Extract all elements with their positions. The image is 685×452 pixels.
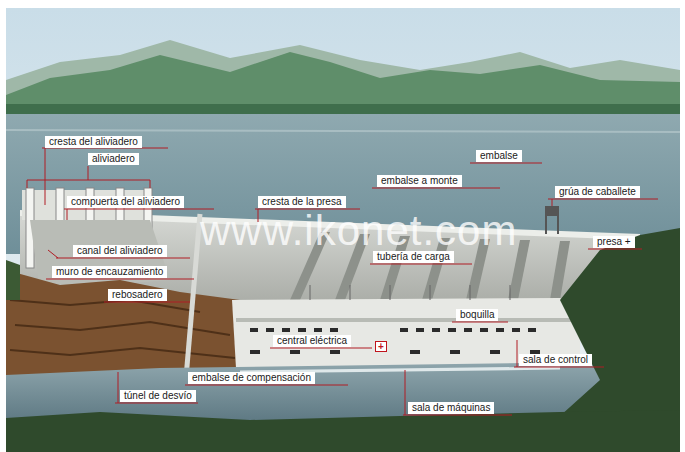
part-label: embalse [476, 150, 522, 162]
watermark: www.ikonet.com [200, 208, 517, 254]
part-label: muro de encauzamiento [52, 266, 167, 278]
part-label: sala de control [519, 354, 592, 366]
part-label: embalse a monte [377, 175, 462, 187]
part-label: túnel de desvío [120, 390, 196, 402]
plus-icon: + [375, 341, 387, 352]
part-label: canal del aliviadero [73, 245, 167, 257]
part-label: boquilla [456, 309, 498, 321]
part-label: aliviadero [88, 153, 139, 165]
part-label: grúa de caballete [555, 186, 640, 198]
part-label: rebosadero [108, 289, 167, 301]
part-label: cresta de la presa [258, 196, 346, 208]
part-label: central eléctrica [273, 335, 351, 347]
part-label: cresta del aliviadero [45, 136, 142, 148]
part-label: embalse de compensación [188, 372, 315, 384]
part-label: presa + [593, 236, 635, 248]
part-label: compuerta del aliviadero [67, 196, 184, 208]
part-label: sala de máquinas [408, 402, 494, 414]
